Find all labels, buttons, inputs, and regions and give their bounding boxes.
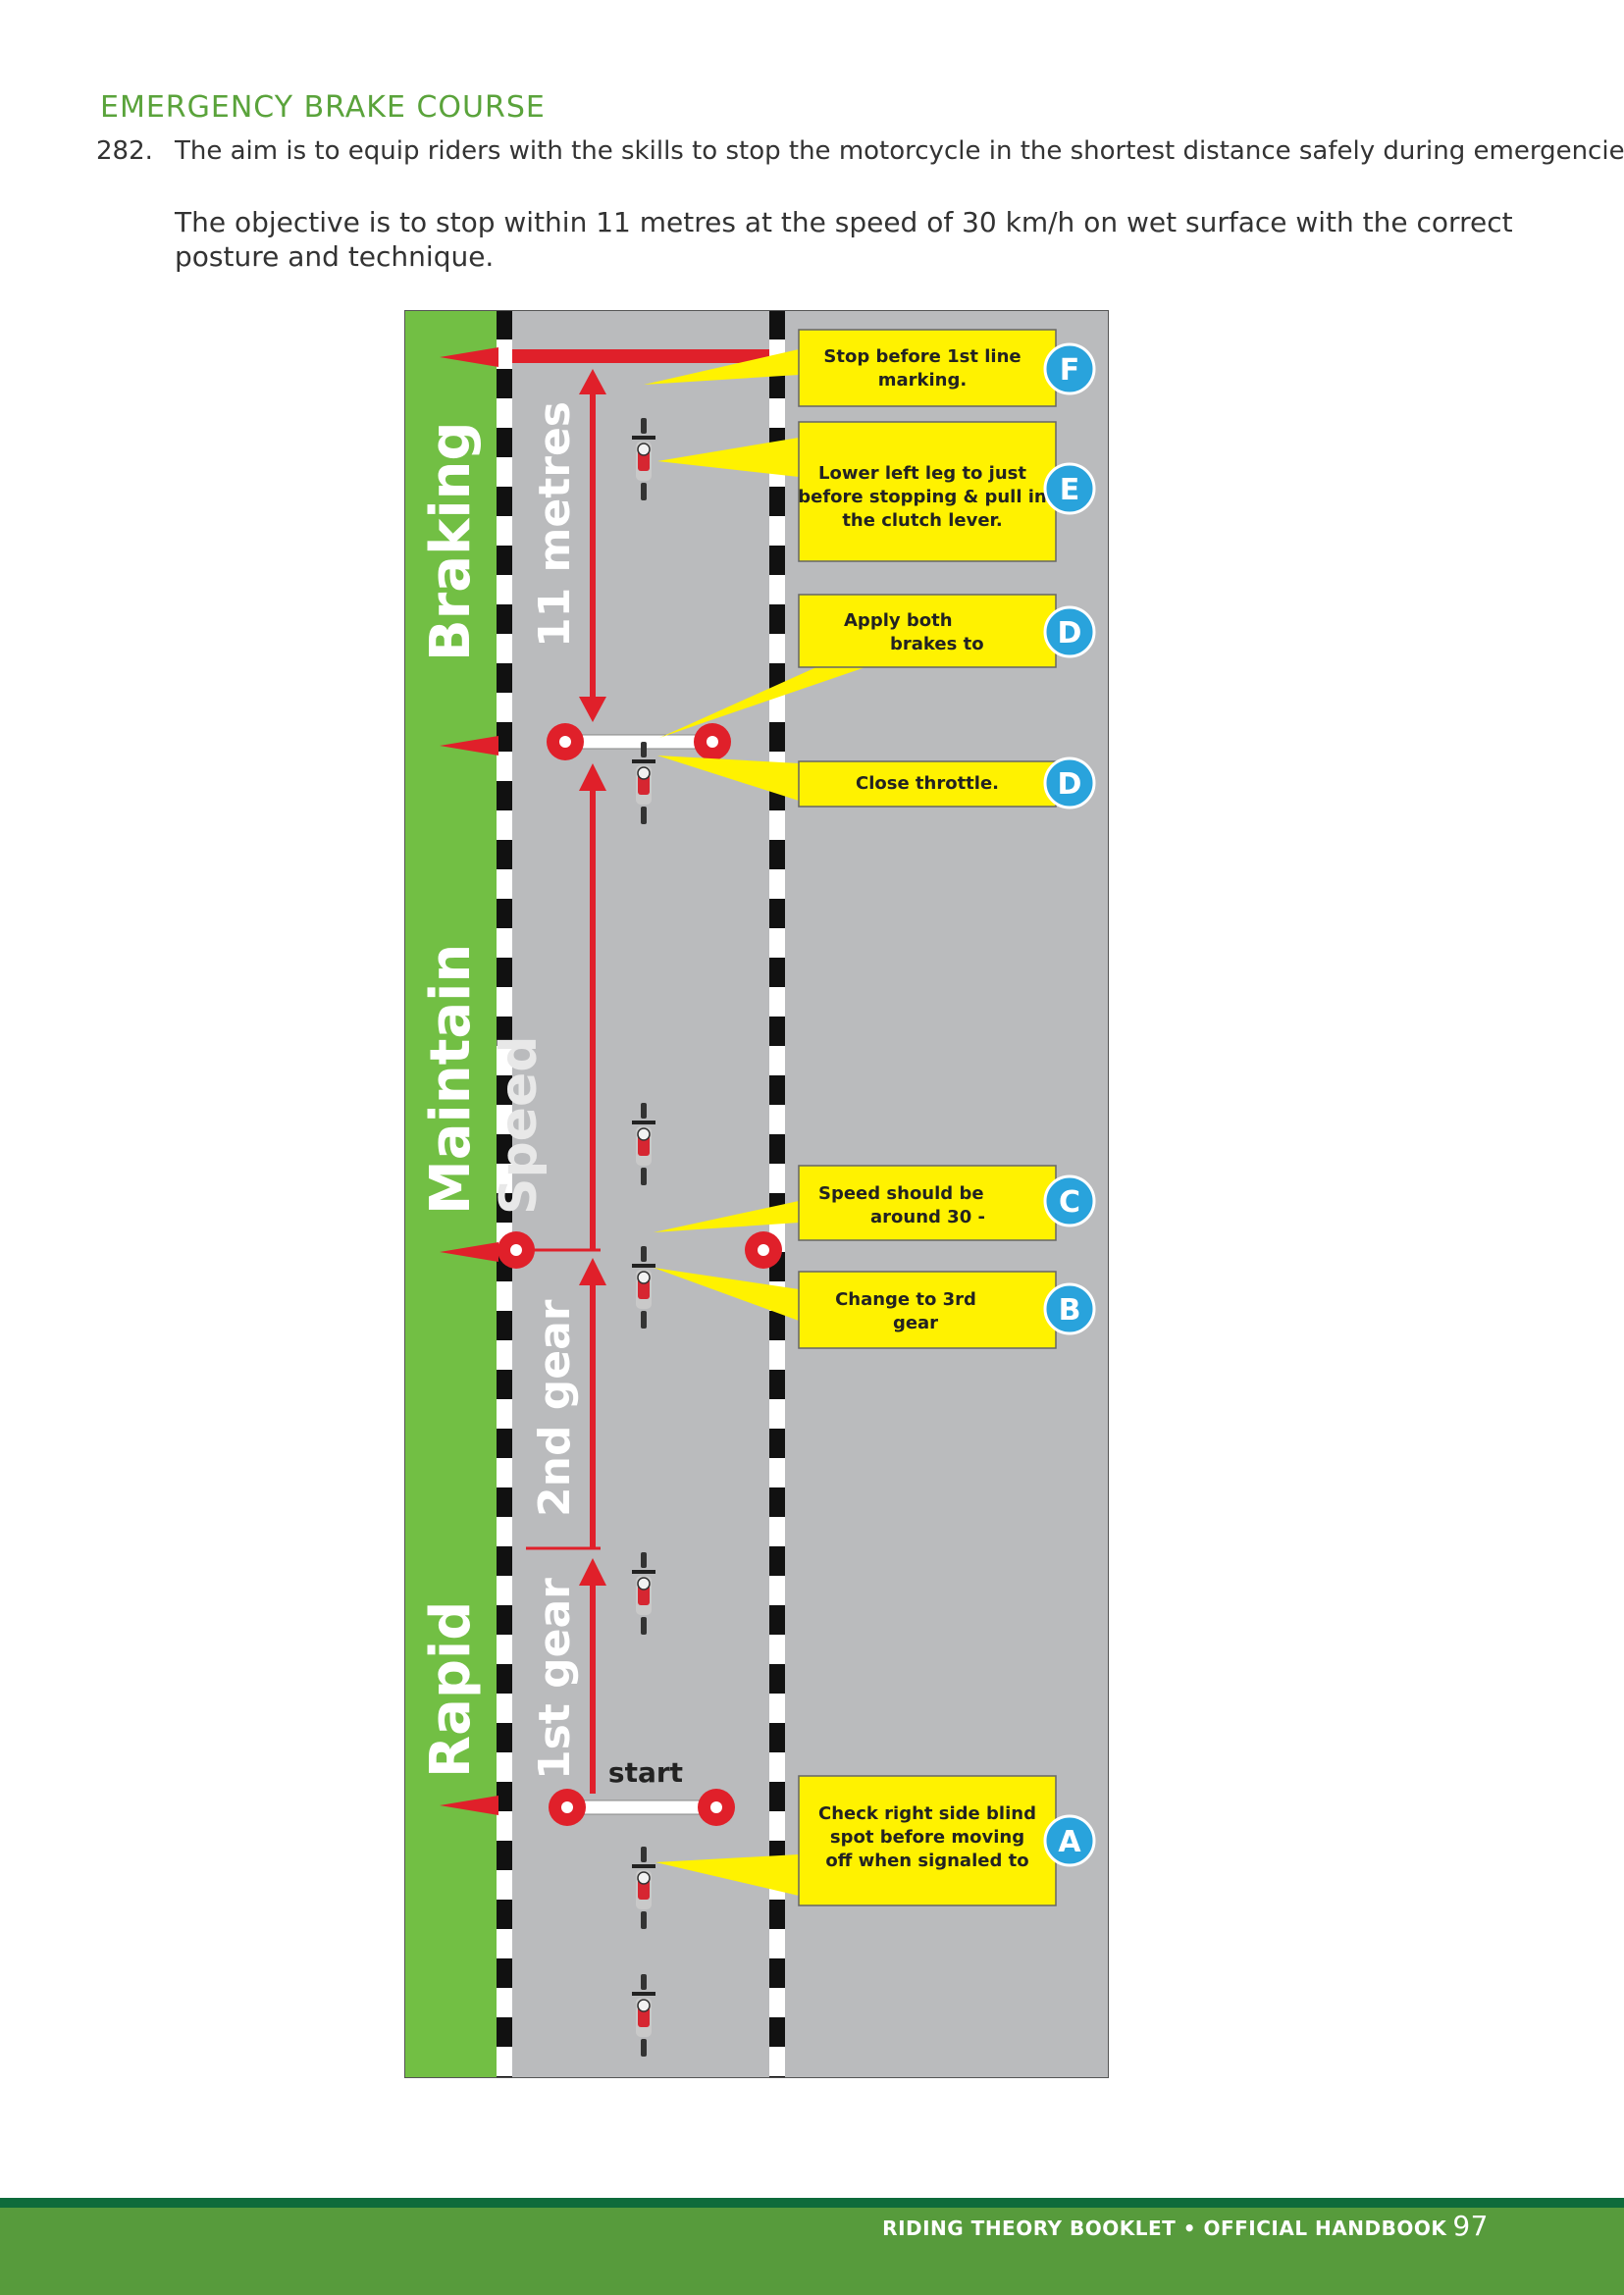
- brake-course-diagram: start Braking Maintain Rapid 11 metres S…: [404, 310, 1109, 2078]
- badge-d: D: [1058, 616, 1082, 651]
- lane-label-11-metres: 11 metres: [530, 401, 580, 648]
- callout-e: Lower left leg to just before stopping &…: [657, 421, 1096, 562]
- zone-label-rapid: Rapid: [419, 1601, 483, 1778]
- svg-text:around 30 -: around 30 -: [870, 1207, 985, 1227]
- lane-label-2nd-gear: 2nd gear: [530, 1299, 580, 1517]
- callout-c: Speed should be around 30 - C: [654, 1165, 1096, 1241]
- svg-text:Lower left leg to just: Lower left leg to just: [818, 463, 1026, 484]
- callout-b: Change to 3rd gear B: [654, 1268, 1096, 1349]
- footer-title: RIDING THEORY BOOKLET • OFFICIAL HANDBOO…: [882, 2217, 1447, 2240]
- svg-text:off when signaled to: off when signaled to: [825, 1851, 1028, 1871]
- right-lane-marking: [769, 311, 785, 2077]
- zone-label-braking: Braking: [419, 422, 483, 661]
- footer-caption: RIDING THEORY BOOKLET • OFFICIAL HANDBOO…: [882, 2210, 1489, 2242]
- badge-c: C: [1059, 1185, 1080, 1220]
- section-heading: EMERGENCY BRAKE COURSE: [100, 90, 546, 125]
- callout-a: Check right side blind spot before movin…: [655, 1775, 1096, 1906]
- svg-text:Stop before 1st line: Stop before 1st line: [823, 346, 1021, 367]
- svg-text:before stopping & pull in: before stopping & pull in: [798, 487, 1047, 507]
- svg-text:Check right side blind: Check right side blind: [818, 1803, 1036, 1824]
- footer-bar: [0, 2208, 1624, 2295]
- svg-text:Apply both: Apply both: [844, 610, 953, 631]
- svg-text:the clutch lever.: the clutch lever.: [842, 510, 1002, 531]
- callout-d-apply-brakes: Apply both brakes to D: [659, 594, 1096, 738]
- paragraph-aim: The aim is to equip riders with the skil…: [175, 136, 1624, 166]
- svg-text:Change to 3rd: Change to 3rd: [835, 1289, 976, 1310]
- paragraph-number: 282.: [96, 136, 153, 166]
- svg-text:Close throttle.: Close throttle.: [856, 773, 999, 794]
- lane-label-1st-gear: 1st gear: [530, 1578, 580, 1780]
- svg-text:brakes to: brakes to: [890, 634, 984, 654]
- paragraph-objective: The objective is to stop within 11 metre…: [175, 206, 1513, 273]
- svg-text:marking.: marking.: [878, 370, 967, 391]
- left-lane-marking: [497, 311, 512, 2077]
- badge-a: A: [1058, 1825, 1081, 1859]
- callout-d-close-throttle: Close throttle. D: [657, 756, 1096, 809]
- footer-divider: [0, 2198, 1624, 2208]
- zone-label-maintain: Maintain: [419, 944, 483, 1215]
- stop-line: [512, 349, 769, 363]
- start-label: start: [608, 1756, 683, 1789]
- grass-strip: [405, 311, 498, 2077]
- badge-e: E: [1060, 473, 1080, 507]
- badge-d: D: [1058, 767, 1082, 802]
- page-number: 97: [1452, 2210, 1489, 2242]
- svg-text:gear: gear: [893, 1313, 938, 1333]
- callout-f: Stop before 1st line marking. F: [644, 329, 1096, 407]
- badge-b: B: [1059, 1293, 1081, 1328]
- svg-text:Speed should be: Speed should be: [818, 1183, 984, 1204]
- badge-f: F: [1060, 353, 1080, 388]
- svg-text:spot before moving: spot before moving: [830, 1827, 1024, 1848]
- lane-label-speed: Speed: [490, 1036, 549, 1215]
